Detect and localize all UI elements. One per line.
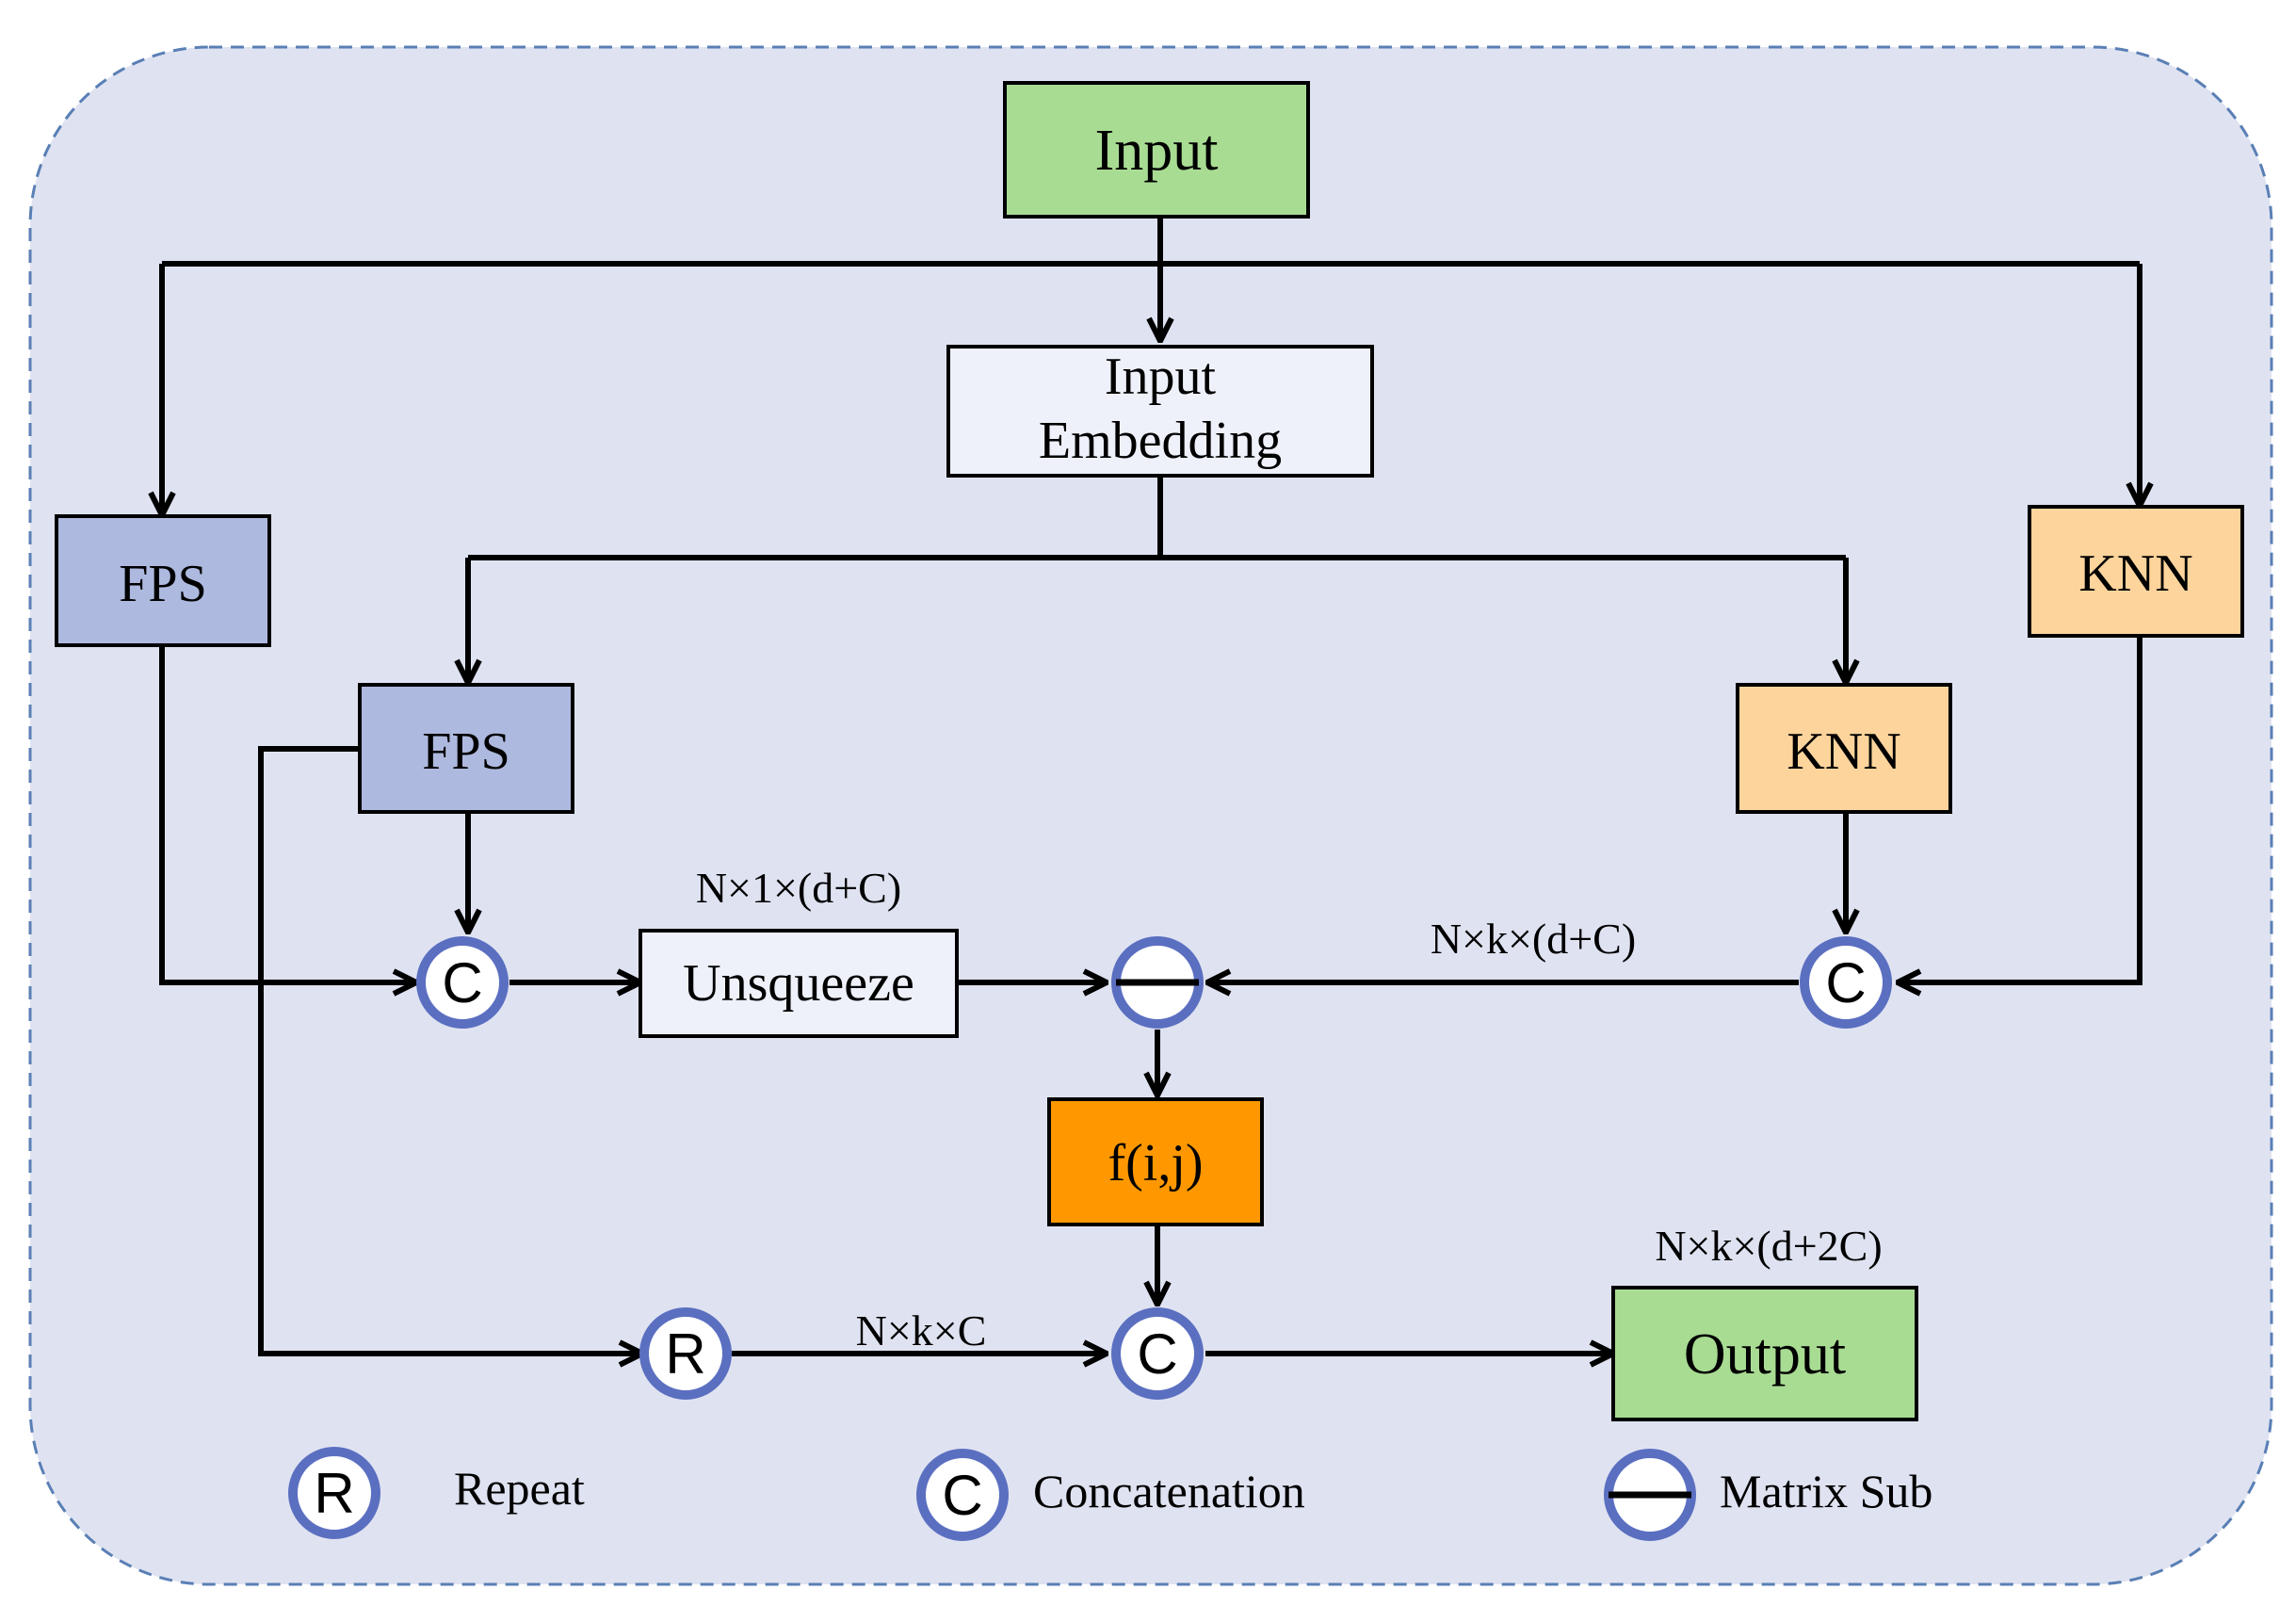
repeat-op: R <box>639 1307 732 1400</box>
concat-left-symbol: C <box>442 951 482 1014</box>
legend-repeat: R Repeat <box>288 1447 585 1539</box>
edge-fps-inner-to-repeat <box>258 746 642 1354</box>
fps-outer-node: FPS <box>55 514 271 647</box>
matrix-sub-op <box>1111 936 1204 1029</box>
knn-inner-node: KNN <box>1736 683 1952 814</box>
edge-fps-outer-to-concat <box>159 645 416 982</box>
input-node: Input <box>1003 81 1310 219</box>
dim-knn-annotation: N×k×(d+C) <box>1431 915 1636 963</box>
input-embedding-label-line1: Input <box>1105 348 1217 406</box>
legend: R Repeat C Concatenation Matrix Sub <box>288 1447 1932 1541</box>
input-label: Input <box>1095 119 1219 183</box>
concat-bottom-symbol: C <box>1137 1322 1177 1386</box>
fij-label: f(i,j) <box>1108 1134 1203 1192</box>
fps-outer-label: FPS <box>119 555 206 613</box>
legend-matrix-sub: Matrix Sub <box>1604 1449 1932 1541</box>
concat-right-symbol: C <box>1825 951 1866 1014</box>
legend-concat-label: Concatenation <box>1033 1465 1305 1517</box>
fps-inner-label: FPS <box>422 722 509 781</box>
knn-inner-label: KNN <box>1787 722 1900 781</box>
output-node: Output <box>1611 1286 1918 1421</box>
fps-inner-node: FPS <box>358 683 574 814</box>
concat-bottom-op: C <box>1111 1307 1204 1400</box>
dim-output-annotation: N×k×(d+2C) <box>1655 1222 1882 1270</box>
dim-repeat-annotation: N×k×C <box>856 1306 987 1355</box>
legend-concat: C Concatenation <box>916 1449 1305 1541</box>
concat-left-op: C <box>416 936 509 1029</box>
input-embedding-label-line2: Embedding <box>1039 412 1282 470</box>
legend-concat-symbol: C <box>942 1464 982 1527</box>
dim-unsqueeze-annotation: N×1×(d+C) <box>696 864 901 912</box>
knn-outer-node: KNN <box>2028 505 2244 638</box>
panel-background <box>28 45 2273 1586</box>
unsqueeze-label: Unsqueeze <box>683 954 914 1013</box>
legend-repeat-symbol: R <box>314 1462 354 1525</box>
input-embedding-node: Input Embedding <box>946 345 1374 478</box>
legend-repeat-label: Repeat <box>454 1462 585 1515</box>
unsqueeze-node: Unsqueeze <box>639 929 959 1038</box>
connectors <box>162 217 2140 1354</box>
knn-outer-label: KNN <box>2078 544 2192 603</box>
fij-node: f(i,j) <box>1047 1097 1264 1226</box>
repeat-symbol: R <box>665 1322 705 1386</box>
edge-knn-outer-to-concat <box>1898 636 2142 982</box>
output-label: Output <box>1684 1322 1846 1387</box>
concat-right-op: C <box>1800 936 1892 1029</box>
legend-matrix-sub-label: Matrix Sub <box>1720 1465 1932 1517</box>
